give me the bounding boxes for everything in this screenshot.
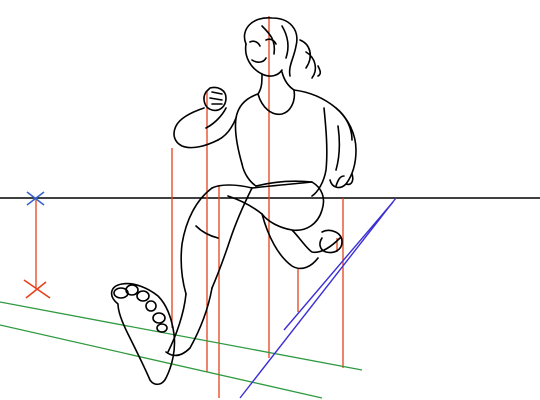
back-foot bbox=[319, 229, 343, 254]
blue-cross-marker bbox=[26, 191, 45, 206]
back-thigh bbox=[291, 229, 341, 254]
eye-left bbox=[249, 40, 261, 47]
vertical-projection-lines bbox=[171, 16, 344, 398]
blue-guide-line bbox=[239, 197, 397, 399]
front-thigh-bottom bbox=[211, 187, 253, 289]
running-figure-sketch bbox=[110, 17, 357, 386]
shorts-outline bbox=[211, 181, 325, 232]
waist-band bbox=[255, 180, 313, 187]
hair-outline bbox=[243, 17, 298, 77]
ground-line bbox=[0, 324, 323, 399]
mouth bbox=[251, 57, 267, 63]
back-calf bbox=[261, 213, 319, 270]
ponytail bbox=[299, 39, 317, 79]
right-arm-inner bbox=[335, 125, 341, 171]
toe bbox=[125, 284, 139, 296]
hair-strand bbox=[261, 25, 289, 59]
shoulder-left bbox=[234, 93, 259, 165]
front-foot bbox=[110, 282, 176, 386]
eye-right bbox=[265, 38, 277, 45]
front-shin bbox=[167, 287, 213, 353]
neck bbox=[257, 71, 295, 95]
sweat-drop bbox=[317, 65, 322, 77]
toe bbox=[156, 323, 168, 333]
forearm bbox=[173, 107, 219, 149]
upper-arm-left bbox=[217, 117, 237, 141]
torso-right-side bbox=[311, 107, 328, 197]
blue-perspective-lines bbox=[239, 197, 397, 399]
torso-left-side bbox=[241, 163, 257, 187]
height-marker bbox=[23, 191, 51, 299]
ground-perspective-lines bbox=[0, 301, 363, 399]
forearm-inner bbox=[205, 107, 227, 129]
toe bbox=[145, 300, 157, 312]
shorts-fold bbox=[227, 195, 263, 215]
right-hand bbox=[335, 173, 354, 187]
ground-line bbox=[0, 301, 363, 371]
front-knee-line bbox=[195, 225, 219, 239]
front-thigh-top bbox=[180, 187, 213, 295]
tank-top-neckline bbox=[257, 89, 296, 116]
fist-fingers bbox=[209, 91, 223, 105]
fist bbox=[203, 86, 227, 112]
blue-guide-line bbox=[283, 201, 394, 331]
toe bbox=[152, 312, 166, 324]
right-arm bbox=[329, 107, 357, 189]
red-cross-marker bbox=[23, 279, 51, 299]
ankle bbox=[165, 347, 191, 357]
toe bbox=[136, 290, 150, 302]
